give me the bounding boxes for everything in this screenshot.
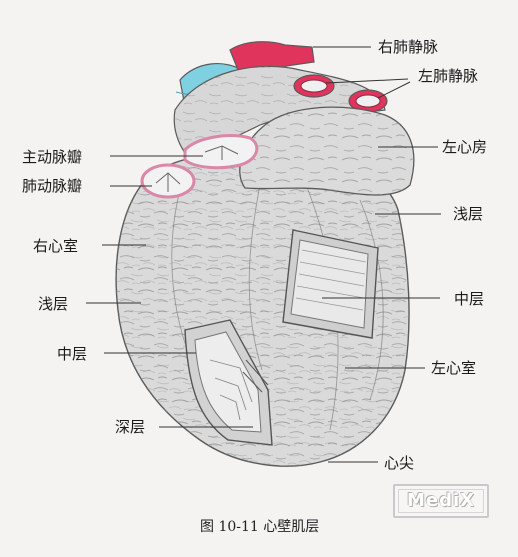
label-left-pulmonary-vein: 左肺静脉 xyxy=(418,67,478,85)
leader-left-pulmonary-vein-1 xyxy=(325,78,409,84)
watermark-logo: MediX xyxy=(393,484,489,518)
label-left-atrium: 左心房 xyxy=(442,138,487,156)
label-left-ventricle: 左心室 xyxy=(431,359,476,377)
aortic-valve xyxy=(183,134,259,170)
label-aortic-valve: 主动脉瓣 xyxy=(22,148,82,166)
watermark-text: MediX xyxy=(406,490,476,511)
label-middle-layer-right: 中层 xyxy=(454,290,484,308)
label-middle-layer-left: 中层 xyxy=(57,345,87,363)
leader-lines xyxy=(86,46,441,463)
watermark-frame xyxy=(398,489,484,513)
pulmonary-valve xyxy=(140,163,196,199)
label-right-ventricle: 右心室 xyxy=(33,237,78,255)
label-right-pulmonary-vein: 右肺静脉 xyxy=(378,38,438,56)
label-superficial-layer-left: 浅层 xyxy=(38,295,68,313)
heart-illustration xyxy=(115,41,415,467)
leader-left-pulmonary-vein-2 xyxy=(377,81,411,99)
label-deep-layer: 深层 xyxy=(115,418,145,436)
figure-caption: 图 10-11 心壁肌层 xyxy=(200,519,319,535)
label-apex: 心尖 xyxy=(384,454,414,472)
deep-layer-window xyxy=(184,319,273,446)
label-pulmonary-valve: 肺动脉瓣 xyxy=(22,177,82,195)
middle-layer-window-left xyxy=(282,229,379,339)
labels: 右肺静脉 左肺静脉 左心房 主动脉瓣 肺动脉瓣 浅层 右心室 浅层 中层 中层 … xyxy=(22,38,487,472)
label-superficial-layer-right: 浅层 xyxy=(453,205,483,223)
